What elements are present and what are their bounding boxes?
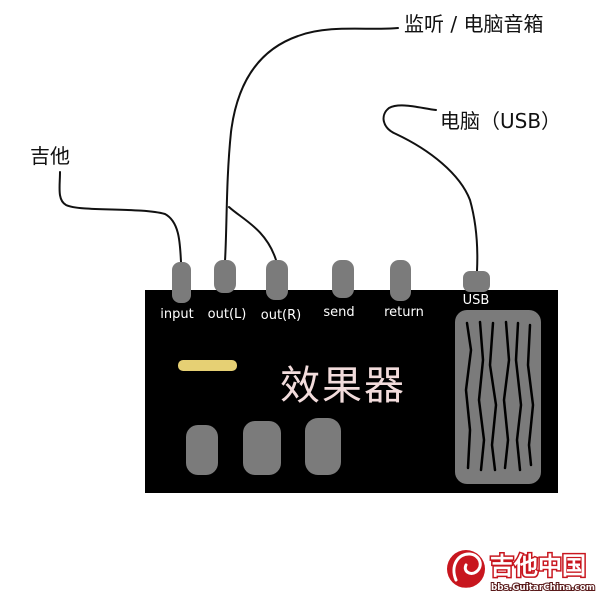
port-labels: input out(L) out(R) send return USB — [160, 293, 489, 323]
grille-line — [488, 321, 498, 472]
cables — [58, 27, 479, 272]
grille-line — [464, 321, 473, 470]
monitor-cable-left — [224, 27, 399, 262]
watermark: 吉他中国 bbs.GuitarChina.com — [447, 550, 596, 594]
monitor-callout: 监听 / 电脑音箱 — [404, 12, 543, 36]
guitarchina-logo — [447, 550, 485, 590]
usb-port — [463, 271, 490, 292]
return-jack — [390, 260, 411, 301]
return-label: return — [384, 305, 424, 320]
device-title: 效果器 — [280, 363, 406, 409]
usb-cable — [382, 104, 479, 272]
grille-line — [526, 323, 535, 467]
display-bar — [178, 360, 237, 371]
out-l-label: out(L) — [208, 307, 247, 322]
monitor-cable-right — [228, 206, 277, 261]
knob-3 — [305, 418, 341, 475]
knobs — [186, 418, 341, 475]
logo-swirl-highlight — [452, 552, 482, 582]
input-label: input — [160, 307, 193, 322]
out-r-jack — [266, 260, 288, 300]
jacks — [172, 260, 490, 303]
grille-panel — [455, 310, 541, 484]
knob-2 — [243, 421, 281, 475]
usb-label: USB — [463, 293, 490, 308]
guitar-cable — [58, 171, 182, 263]
guitar-callout: 吉他 — [30, 144, 70, 168]
input-jack — [172, 262, 191, 303]
send-jack — [332, 260, 354, 298]
grille-line — [514, 321, 523, 472]
out-r-label: out(R) — [261, 308, 301, 323]
watermark-url: bbs.GuitarChina.com — [491, 583, 595, 593]
grille-background — [455, 310, 541, 484]
computer-callout: 电脑（USB） — [440, 109, 561, 133]
watermark-brand: 吉他中国 — [490, 552, 586, 580]
grille-line — [502, 320, 511, 470]
send-label: send — [323, 305, 354, 320]
out-l-jack — [214, 260, 236, 293]
grille-line — [477, 320, 486, 472]
knob-1 — [186, 425, 218, 475]
logo-tail — [451, 583, 483, 590]
